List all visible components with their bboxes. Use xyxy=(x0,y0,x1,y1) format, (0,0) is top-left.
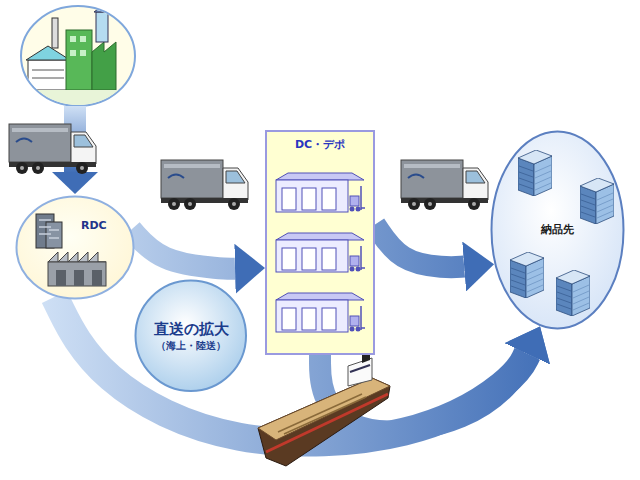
node-label: RDC xyxy=(81,219,107,233)
rdc-buildings xyxy=(36,214,106,286)
factory-illustration xyxy=(20,6,140,110)
dc-depot-box: DC・デポ xyxy=(265,130,375,355)
truck-icon xyxy=(401,160,488,210)
node-label: 納品先 xyxy=(541,223,574,237)
factory-arrow xyxy=(52,106,98,194)
rdc-ellipse: RDC xyxy=(15,195,135,300)
node-label: DC・デポ xyxy=(295,138,345,152)
node-label: 直送の拡大 xyxy=(154,320,229,340)
tanker-ship xyxy=(258,349,390,466)
flow-arrow xyxy=(320,354,527,432)
flow-arrow xyxy=(375,225,464,268)
direct-delivery-circle: 直送の拡大（海上・陸送） xyxy=(134,279,248,393)
node-outline xyxy=(15,195,135,300)
flow-arrow xyxy=(131,230,235,269)
truck-icon xyxy=(161,160,248,210)
warehouse-icons xyxy=(276,173,365,332)
delivery-destination-ellipse: 納品先 xyxy=(490,130,625,330)
truck-icon xyxy=(9,124,96,174)
node-sublabel: （海上・陸送） xyxy=(156,339,226,352)
office-building-icons xyxy=(510,150,614,316)
